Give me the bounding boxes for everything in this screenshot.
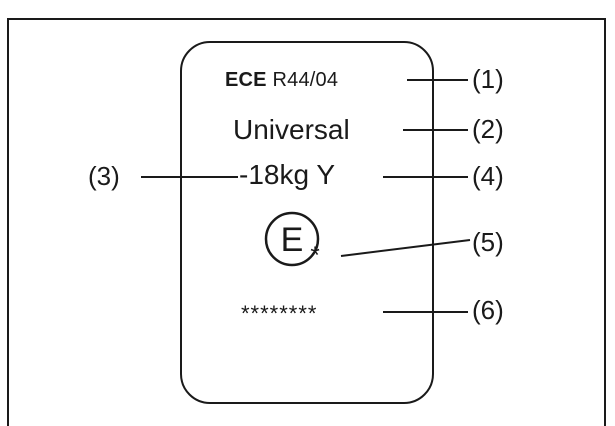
callout-5: (5) xyxy=(472,227,504,257)
leader-line-2 xyxy=(403,129,468,131)
callout-1: (1) xyxy=(472,64,504,94)
standard-text: ECE R44/04 xyxy=(225,70,338,90)
category-text: Universal xyxy=(233,114,350,145)
leader-line-3 xyxy=(141,176,238,178)
e-approval-mark-icon: E * xyxy=(264,211,320,269)
mass-group-text: -18kg Y xyxy=(239,159,335,190)
standard-prefix: ECE xyxy=(225,69,267,91)
approval-number-text: ******** xyxy=(241,301,318,326)
leader-line-4 xyxy=(383,176,468,178)
callout-2: (2) xyxy=(472,114,504,144)
standard-code: R44/04 xyxy=(266,69,339,91)
outer-frame xyxy=(7,18,606,426)
approval-letter: E xyxy=(281,221,304,259)
leader-line-6 xyxy=(383,311,468,313)
leader-line-1 xyxy=(407,79,468,81)
approval-symbol: * xyxy=(310,242,319,269)
callout-3: (3) xyxy=(88,161,120,191)
callout-6: (6) xyxy=(472,295,504,325)
approval-circle xyxy=(264,211,320,267)
callout-4: (4) xyxy=(472,161,504,191)
approval-label-plate xyxy=(180,41,434,404)
